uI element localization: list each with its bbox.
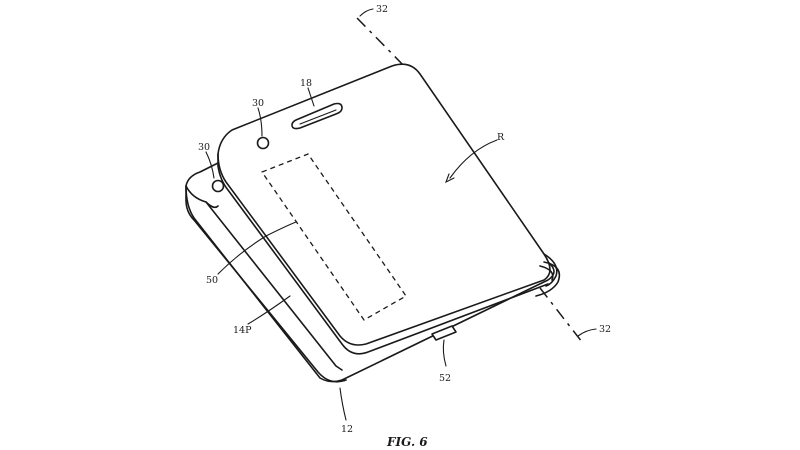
- camera-left: [211, 179, 225, 193]
- label-camera-top: 30: [252, 98, 264, 109]
- leader-lines: [205, 8, 597, 421]
- label-display-area: 50: [206, 275, 218, 286]
- label-camera-left: 30: [198, 142, 210, 153]
- label-sensor: 18: [300, 78, 312, 89]
- label-device: 12: [341, 424, 353, 435]
- label-axis-top: 32: [376, 4, 388, 15]
- camera-top: [256, 136, 270, 150]
- figure-caption: FIG. 6: [386, 435, 428, 449]
- label-button: 52: [439, 373, 451, 384]
- sensor-slot: [291, 102, 343, 130]
- label-region: R: [497, 132, 505, 143]
- label-lower-panel: 14P: [233, 325, 252, 336]
- side-button: [431, 325, 457, 341]
- upper-panel: [217, 63, 561, 355]
- label-axis-bottom: 32: [599, 324, 611, 335]
- fold-axis: [356, 17, 583, 343]
